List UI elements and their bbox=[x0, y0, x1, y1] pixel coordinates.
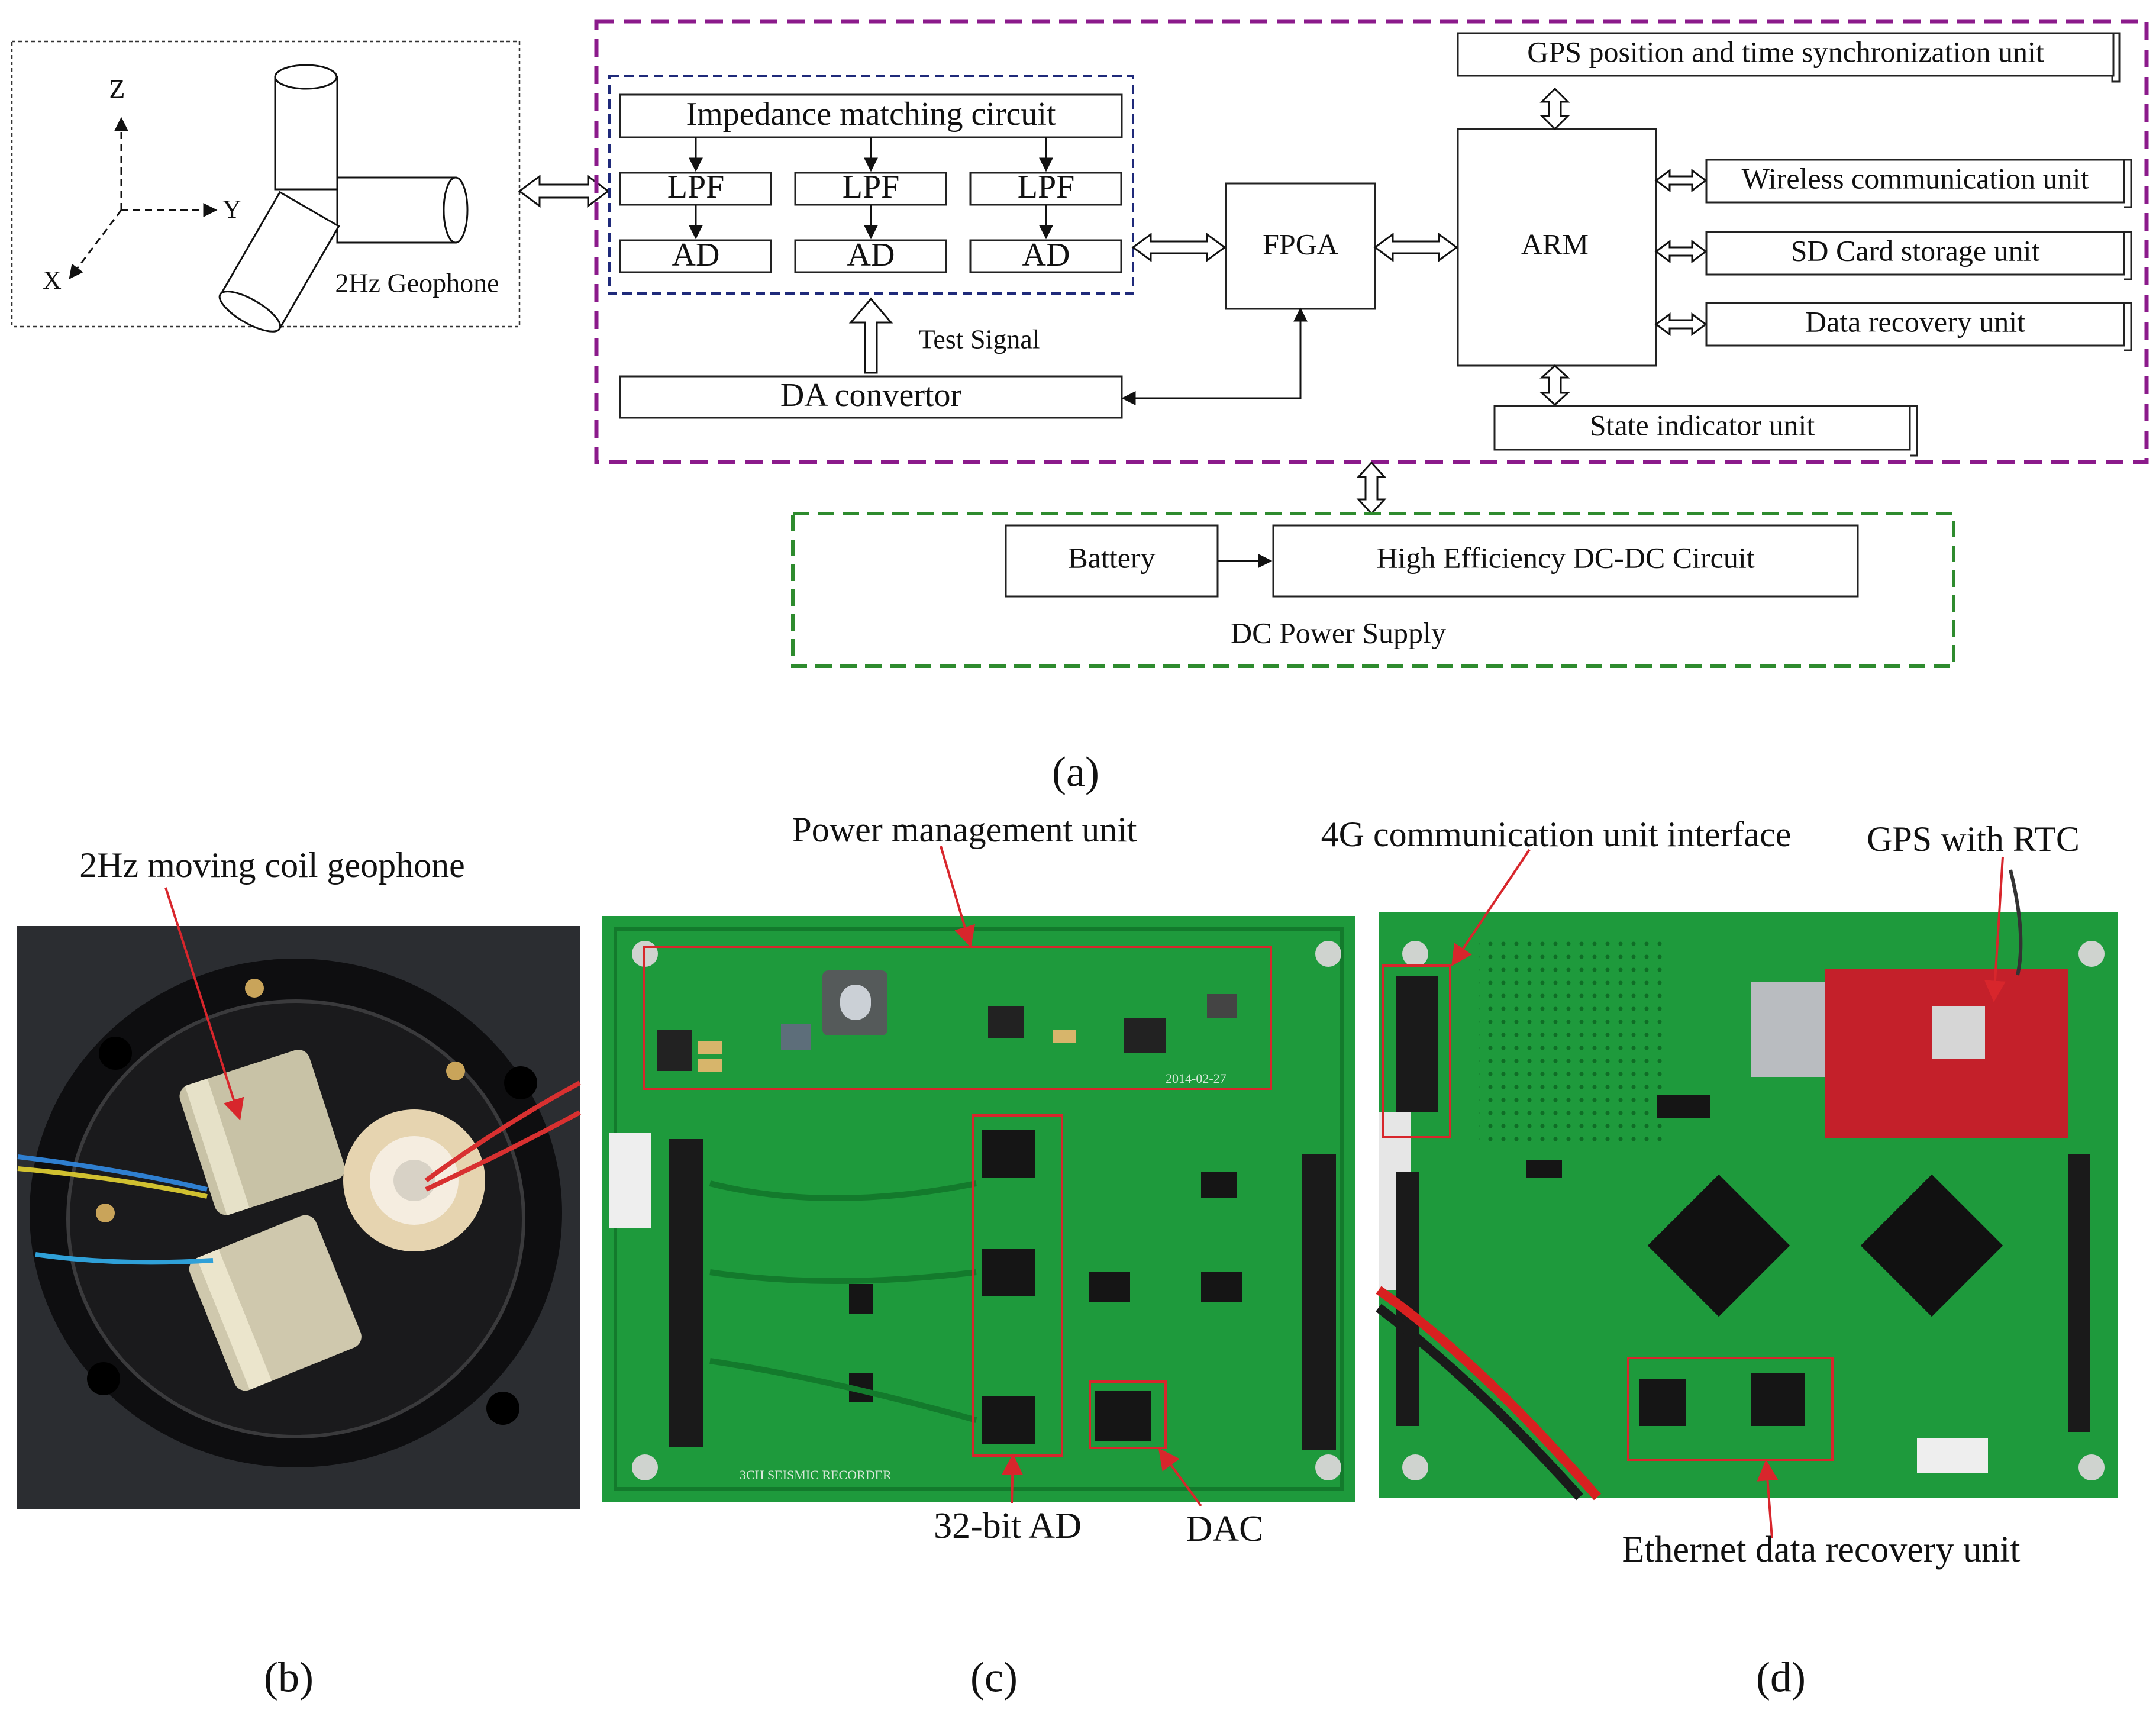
recovery-unit-block bbox=[1705, 302, 2125, 347]
da-convertor-block bbox=[619, 375, 1123, 419]
lpf-label-1: LPF bbox=[667, 169, 725, 205]
panel-c-photo: Power management unit 3CH bbox=[602, 810, 1355, 1701]
state-indicator-block bbox=[1493, 405, 1911, 451]
pcb-c-date-text: 2014-02-27 bbox=[1166, 1071, 1227, 1086]
comm-interface-highlight bbox=[1382, 964, 1451, 1138]
ethernet-highlight bbox=[1627, 1357, 1834, 1461]
pcb-c-board-text: 3CH SEISMIC RECORDER bbox=[740, 1467, 892, 1482]
wireless-unit-block bbox=[1705, 159, 2125, 204]
geophone-coil-photo-1 bbox=[179, 1049, 345, 1215]
panel-a-diagram: Z Y X 2Hz Geophone I bbox=[11, 19, 2149, 796]
geophone-label: 2Hz Geophone bbox=[335, 268, 499, 298]
geophone-coil-photo-3 bbox=[343, 1109, 485, 1251]
lpf-block-3 bbox=[969, 172, 1122, 206]
sd-unit-block bbox=[1705, 231, 2125, 276]
da-convertor-label: DA convertor bbox=[780, 377, 962, 414]
ad-label-2: AD bbox=[847, 237, 895, 273]
moving-coil-geophone-label: 2Hz moving coil geophone bbox=[79, 846, 465, 885]
lpf-row: LPF LPF LPF bbox=[619, 137, 1122, 206]
ad-block-3 bbox=[969, 239, 1122, 273]
ad-block-2 bbox=[794, 239, 947, 273]
arm-recovery-arrow bbox=[1654, 312, 1708, 336]
panel-d-photo: 4G communication unit interface GPS with… bbox=[1321, 815, 2118, 1701]
gps-unit-label: GPS position and time synchronization un… bbox=[1527, 35, 2044, 68]
frontend-fpga-arrow bbox=[1131, 233, 1227, 262]
axis-y-label: Y bbox=[222, 195, 241, 224]
caption-d: (d) bbox=[1756, 1654, 1806, 1701]
ad-label-1: AD bbox=[672, 237, 720, 273]
panel-c-pcb bbox=[602, 916, 1355, 1502]
arm-gps-arrow bbox=[1539, 87, 1570, 131]
caption-a: (a) bbox=[1052, 749, 1099, 796]
geophone-cylinders bbox=[218, 64, 469, 333]
fpga-block bbox=[1225, 182, 1376, 310]
caption-c: (c) bbox=[970, 1654, 1018, 1701]
impedance-matching-label: Impedance matching circuit bbox=[686, 96, 1056, 133]
state-indicator-label: State indicator unit bbox=[1590, 408, 1815, 441]
gps-unit-block bbox=[1457, 32, 2115, 77]
impedance-matching-block bbox=[619, 93, 1123, 138]
ad-block-1 bbox=[619, 239, 772, 273]
dac-annotation-label: DAC bbox=[1186, 1509, 1264, 1549]
test-signal-arrow bbox=[848, 297, 893, 374]
battery-block bbox=[1005, 524, 1219, 598]
dac-highlight bbox=[1089, 1380, 1167, 1449]
lpf-block-1 bbox=[619, 172, 772, 206]
fpga-arm-arrow bbox=[1373, 233, 1458, 262]
ad-annotation-label: 32-bit AD bbox=[934, 1506, 1082, 1546]
geophone-coil-photo-2 bbox=[189, 1215, 362, 1391]
lpf-label-3: LPF bbox=[1018, 169, 1075, 205]
wireless-unit-label: Wireless communication unit bbox=[1742, 162, 2089, 195]
arm-label: ARM bbox=[1521, 227, 1589, 260]
power-supply-frame bbox=[791, 512, 1955, 668]
dcdc-label: High Efficiency DC-DC Circuit bbox=[1376, 541, 1754, 574]
fpga-da-link bbox=[1121, 307, 1308, 405]
battery-label: Battery bbox=[1068, 541, 1155, 574]
recovery-unit-label: Data recovery unit bbox=[1805, 305, 2025, 338]
axis-x-label: X bbox=[43, 266, 62, 295]
power-supply-label: DC Power Supply bbox=[1231, 616, 1446, 649]
ad-label-3: AD bbox=[1022, 237, 1070, 273]
power-management-label: Power management unit bbox=[792, 810, 1137, 849]
axis-z-label: Z bbox=[109, 75, 125, 104]
panel-b-photo: 2Hz moving coil geophone bbox=[17, 846, 581, 1701]
geophone-sensor-box: Z Y X 2Hz Geophone bbox=[11, 40, 521, 333]
sd-unit-label: SD Card storage unit bbox=[1791, 234, 2040, 267]
test-signal-label: Test Signal bbox=[918, 324, 1040, 354]
ad-row: AD AD AD bbox=[619, 205, 1122, 273]
gps-rtc-label: GPS with RTC bbox=[1867, 820, 2080, 859]
dcdc-block bbox=[1272, 524, 1859, 598]
lpf-label-2: LPF bbox=[843, 169, 900, 205]
arm-state-arrow bbox=[1539, 364, 1570, 407]
main-power-arrow bbox=[1356, 461, 1387, 515]
caption-b: (b) bbox=[264, 1654, 314, 1701]
fpga-label: FPGA bbox=[1263, 227, 1338, 260]
lpf-block-2 bbox=[794, 172, 947, 206]
arm-sd-arrow bbox=[1654, 240, 1708, 263]
arm-block bbox=[1457, 128, 1657, 367]
arm-wireless-arrow bbox=[1654, 169, 1708, 192]
comm-interface-label: 4G communication unit interface bbox=[1321, 815, 1792, 854]
ethernet-annotation-label: Ethernet data recovery unit bbox=[1622, 1530, 2020, 1570]
